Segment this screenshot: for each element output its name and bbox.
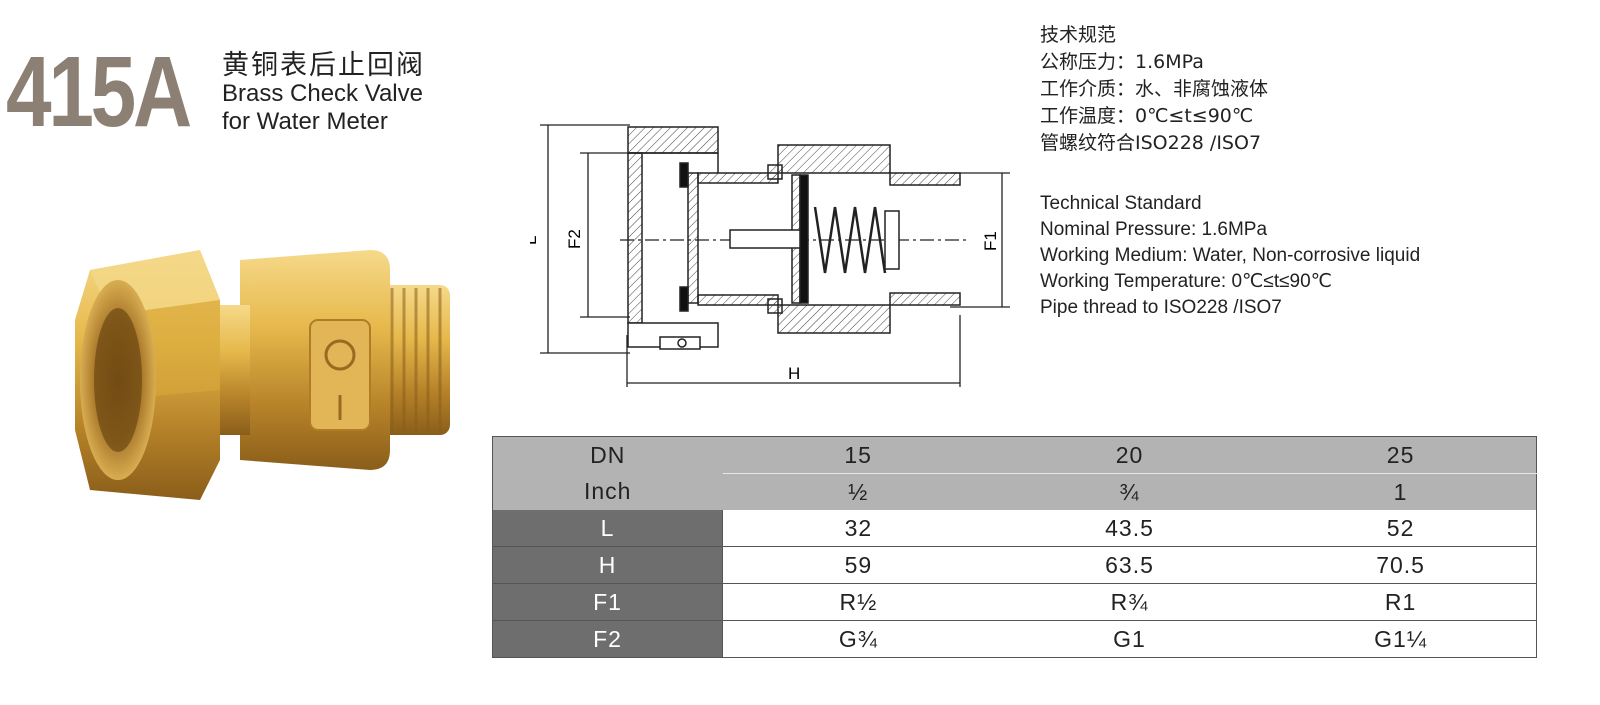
model-number: 415A [6,36,192,148]
table-header-row: Inch ½ ¾ 1 [492,473,1537,510]
table-cell: 25 [1265,436,1537,474]
spec-en-line: Working Temperature: 0℃≤t≤90℃ [1040,271,1333,292]
spec-cn-line: 技术规范 [1040,24,1117,46]
table-header-row: DN 15 20 25 [492,436,1537,474]
product-photo [75,250,450,500]
table-cell: 59 [722,546,994,584]
title-english-line2: for Water Meter [222,108,388,135]
spec-cn-line: 管螺纹符合ISO228 /ISO7 [1040,132,1262,154]
table-row: H 59 63.5 70.5 [492,546,1537,584]
table-cell: R¾ [993,583,1266,621]
spec-chinese: 技术规范 公称压力：1.6MPa 工作介质：水、非腐蚀液体 工作温度：0℃≤t≤… [1040,22,1268,157]
row-label: L [492,510,723,547]
spring [813,206,887,274]
dim-label-F1: F1 [981,231,1000,251]
dim-label-H: H [788,364,800,383]
body-boss [309,319,371,431]
logo-emboss [324,339,356,371]
dimension-table: DN 15 20 25 Inch ½ ¾ 1 L 32 43.5 52 H 59… [492,436,1537,658]
row-label: H [492,546,723,584]
table-cell: 63.5 [993,546,1266,584]
table-cell: G¾ [722,620,994,658]
spec-cn-line: 公称压力：1.6MPa [1040,51,1204,73]
table-cell: ¾ [993,473,1266,510]
spec-cn-line: 工作介质：水、非腐蚀液体 [1040,78,1269,100]
title-chinese: 黄铜表后止回阀 [222,50,425,81]
table-cell: G1¼ [1265,620,1537,658]
table-cell: 15 [722,436,994,474]
table-cell: G1 [993,620,1266,658]
spec-en-line: Pipe thread to ISO228 /ISO7 [1040,297,1282,318]
table-cell: R½ [722,583,994,621]
table-cell: 52 [1265,510,1537,547]
row-label: DN [492,436,723,474]
table-cell: 32 [722,510,994,547]
row-label: F1 [492,583,723,621]
cross-section-drawing: L F2 F1 H [530,124,1010,387]
table-cell: 70.5 [1265,546,1537,584]
spec-cn-line: 工作温度：0℃≤t≤90℃ [1040,105,1254,127]
table-cell: 20 [993,436,1266,474]
row-label: F2 [492,620,723,658]
spec-en-line: Working Medium: Water, Non-corrosive liq… [1040,245,1421,266]
table-cell: 1 [1265,473,1537,510]
table-row: L 32 43.5 52 [492,510,1537,547]
spec-en-line: Technical Standard [1040,193,1202,214]
table-cell: R1 [1265,583,1537,621]
table-cell: ½ [722,473,994,510]
table-row: F2 G¾ G1 G1¼ [492,620,1537,658]
table-row: F1 R½ R¾ R1 [492,583,1537,621]
dim-label-F2: F2 [565,229,584,249]
row-label: Inch [492,473,723,510]
spec-en-line: Nominal Pressure: 1.6MPa [1040,219,1268,240]
dim-label-L: L [530,236,540,245]
product-title: 黄铜表后止回阀 Brass Check Valve for Water Mete… [222,52,425,136]
spec-english: Technical Standard Nominal Pressure: 1.6… [1040,191,1420,321]
title-english-line1: Brass Check Valve [222,80,423,107]
table-cell: 43.5 [993,510,1266,547]
